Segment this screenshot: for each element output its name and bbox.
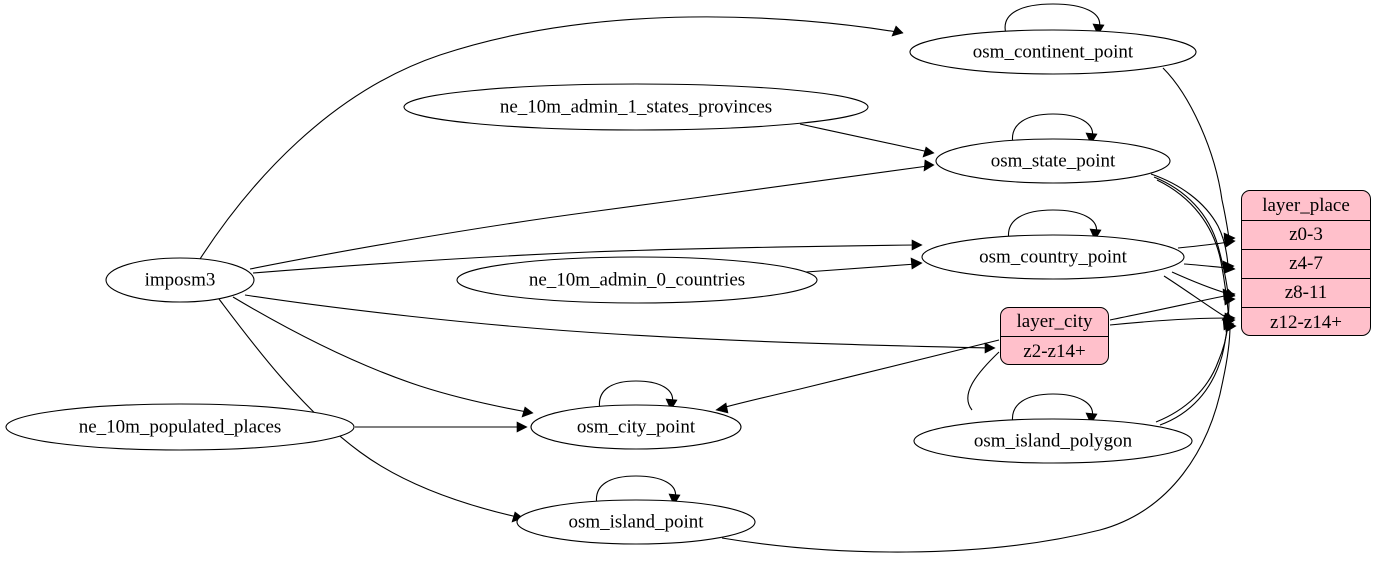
node-label: osm_state_point: [991, 150, 1116, 171]
record-row-z12-z14plus[interactable]: z12-z14+: [1270, 311, 1342, 333]
node-shape: [105, 257, 255, 303]
edge-osm_island_polygon-to-layer_place-z8-11: [1159, 299, 1230, 426]
arrowhead: [984, 342, 996, 354]
record-row-header: layer_place: [1242, 191, 1370, 221]
record-row-z8-11[interactable]: z8-11: [1242, 279, 1370, 308]
arrowhead: [1092, 23, 1105, 36]
node-shape: [935, 138, 1171, 184]
edge-imposm3-to-osm_country_point: [252, 244, 917, 274]
edge-layer_city-to-osm_island_polygon: [967, 351, 1000, 411]
record-row-z0-3[interactable]: z0-3: [1242, 221, 1370, 250]
node-shape: [913, 418, 1193, 464]
node-osm_island_point[interactable]: osm_island_point: [516, 499, 756, 545]
arrowhead: [891, 25, 904, 37]
arrowhead: [1223, 293, 1236, 306]
edge-self-loop-osm_country_point: [1007, 209, 1098, 241]
node-label: imposm3: [145, 269, 216, 290]
node-shape: [5, 403, 355, 451]
edge-osm_country_point-to-layer_place-z0-3: [1177, 241, 1230, 249]
node-ne_10m_populated_places[interactable]: ne_10m_populated_places: [5, 403, 355, 451]
edge-layer_city-to-osm_city_point: [721, 339, 1000, 409]
edge-ne_states-to-osm_state_point: [799, 123, 930, 153]
node-label: osm_continent_point: [973, 41, 1134, 62]
arrowhead: [1224, 320, 1237, 333]
edge-osm_country_point-to-layer_place-z12-z14: [1163, 275, 1228, 319]
edge-osm_island_polygon-to-layer_place-z12-z14: [1155, 323, 1229, 423]
arrowhead: [1224, 262, 1236, 274]
node-shape: [403, 83, 869, 131]
edge-osm_state_point-to-layer_place-z4-7: [1150, 173, 1229, 267]
edge-self-loop-osm_island_point: [595, 475, 677, 506]
arrowhead: [1223, 236, 1236, 248]
record-row-z4-7[interactable]: z4-7: [1242, 250, 1370, 279]
node-label: osm_island_point: [568, 511, 704, 532]
node-label: osm_island_polygon: [974, 430, 1133, 451]
arrowhead: [911, 239, 923, 251]
node-shape: [921, 234, 1185, 280]
record-node-layer_city[interactable]: layer_city z2-z14+: [1000, 307, 1109, 365]
node-osm_country_point[interactable]: osm_country_point: [921, 234, 1185, 280]
edge-osm_island_point-to-layer_place-z12-z14: [721, 325, 1231, 553]
arrowhead: [516, 421, 528, 433]
arrowhead: [521, 406, 534, 418]
node-osm_island_polygon[interactable]: osm_island_polygon: [913, 418, 1193, 464]
edge-imposm3-to-osm_city_point: [232, 296, 528, 413]
arrowhead: [668, 493, 681, 506]
node-imposm3[interactable]: imposm3: [105, 257, 255, 303]
node-osm_city_point[interactable]: osm_city_point: [530, 404, 742, 450]
node-shape: [516, 499, 756, 545]
edge-osm_state_point-to-layer_place-z12-z14: [1156, 179, 1230, 321]
node-label: osm_country_point: [979, 246, 1127, 267]
edge-self-loop-osm_island_polygon: [1011, 393, 1094, 425]
edge-imposm3-to-osm_continent_point: [199, 16, 904, 260]
edge-ne_countries-to-osm_country_point: [805, 263, 917, 273]
record-row-header: layer_city: [1001, 308, 1108, 337]
edge-imposm3-to-osm_state_point: [249, 165, 929, 270]
node-label: ne_10m_populated_places: [79, 416, 282, 437]
edge-layer_city-to-layer_place-z8-11: [1109, 294, 1230, 321]
edge-imposm3-to-osm_island_point: [218, 298, 518, 518]
arrowhead: [1085, 132, 1098, 145]
edge-self-loop-osm_continent_point: [1004, 3, 1101, 35]
node-ne_10m_admin_1_states_provinces[interactable]: ne_10m_admin_1_states_provinces: [403, 83, 869, 131]
node-shape: [456, 256, 818, 304]
node-osm_continent_point[interactable]: osm_continent_point: [909, 29, 1197, 75]
record-row-z2-z14plus[interactable]: z2-z14+: [1023, 340, 1086, 362]
node-shape: [909, 29, 1197, 75]
node-label: ne_10m_admin_0_countries: [529, 269, 745, 290]
arrowhead: [1085, 412, 1098, 425]
edge-layer_city-to-layer_place-z12-z14: [1109, 317, 1230, 326]
edge-self-loop-osm_state_point: [1011, 113, 1094, 145]
arrowhead: [715, 402, 729, 414]
arrowhead: [1089, 228, 1102, 241]
node-label: ne_10m_admin_1_states_provinces: [500, 96, 772, 117]
edge-layer: [199, 3, 1237, 553]
arrowhead: [910, 257, 923, 270]
node-layer: imposm3 ne_10m_admin_1_states_provinces …: [5, 29, 1197, 545]
arrowhead: [665, 398, 678, 411]
record-node-layer_place[interactable]: layer_place z0-3 z4-7 z8-11 z12-z14+: [1241, 190, 1371, 336]
arrowhead: [922, 146, 935, 158]
arrowhead: [923, 159, 935, 172]
edge-osm_state_point-to-layer_place-z8-11: [1153, 176, 1229, 295]
arrowhead: [1224, 312, 1236, 324]
edge-osm_country_point-to-layer_place-z8-11: [1171, 271, 1230, 295]
node-osm_state_point[interactable]: osm_state_point: [935, 138, 1171, 184]
node-ne_10m_admin_0_countries[interactable]: ne_10m_admin_0_countries: [456, 256, 818, 304]
edge-imposm3-to-layer_city: [244, 294, 990, 349]
node-shape: [530, 404, 742, 450]
edge-self-loop-osm_city_point: [598, 380, 674, 411]
edge-osm_continent_point-to-layer_place-z0-3: [1162, 67, 1230, 239]
node-label: osm_city_point: [577, 416, 696, 437]
